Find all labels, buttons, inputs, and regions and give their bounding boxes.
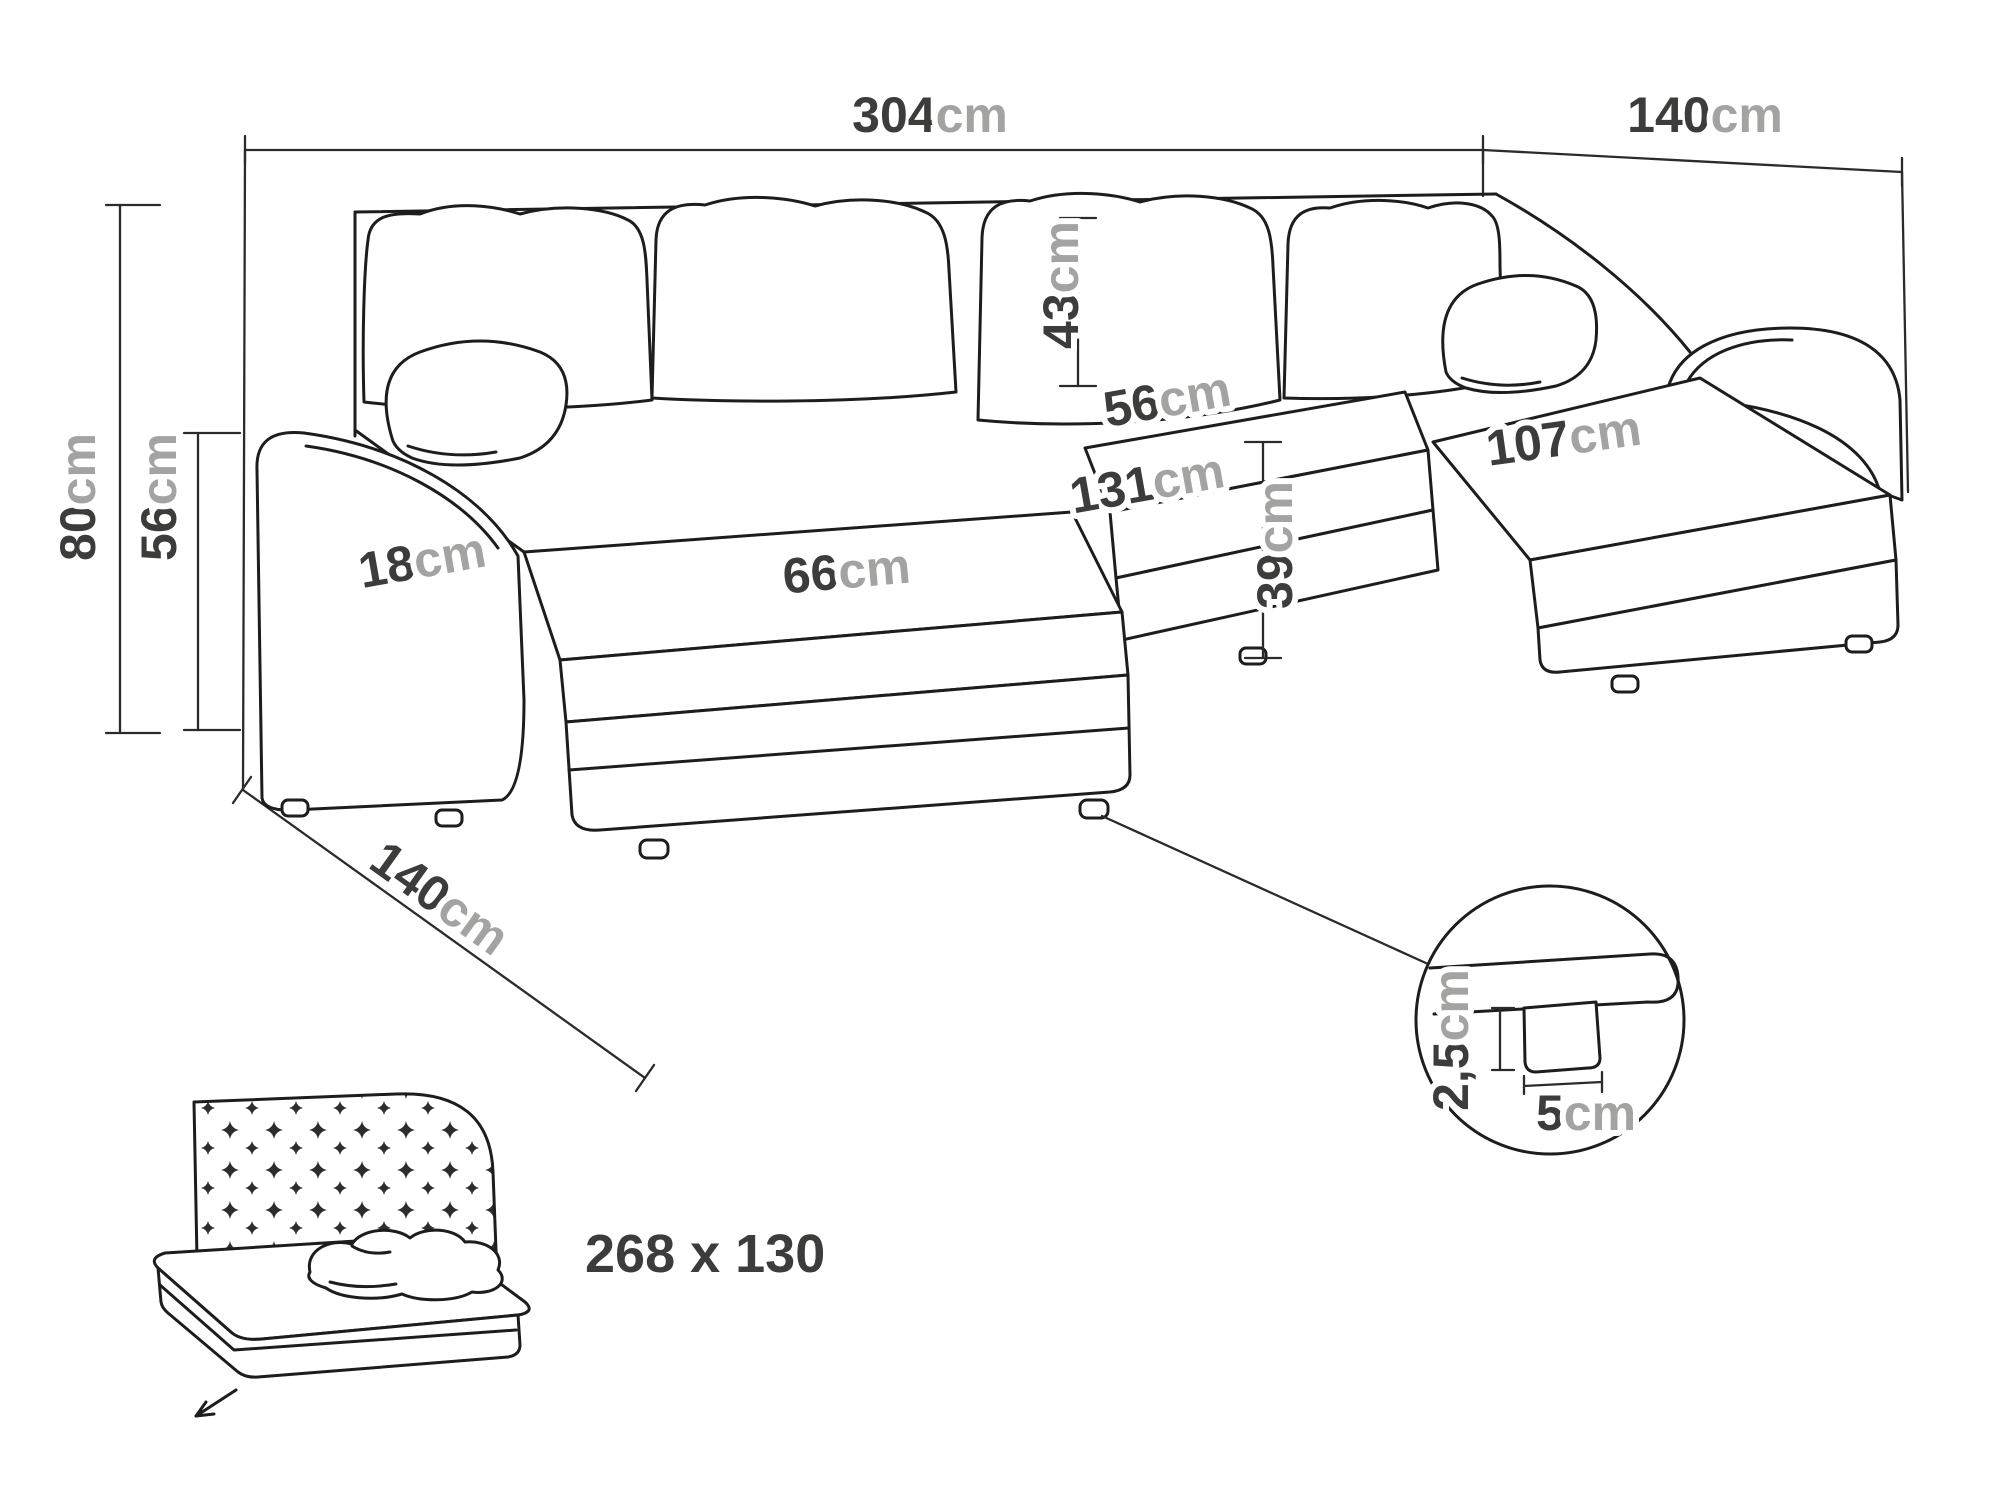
label-overall-height: 80cm: [50, 433, 106, 561]
label-leg-height: 2,5cm: [1423, 969, 1479, 1111]
leg-height-ticks: [1490, 1006, 1516, 1072]
left-edge-line: [241, 148, 247, 792]
sofa-bed-icon: [152, 1092, 531, 1418]
pull-out-arrow-icon: [194, 1388, 238, 1418]
label-back-cushion-height: 43cm: [1033, 221, 1089, 349]
back-cushion-height-line: [1058, 216, 1098, 388]
right-armrest-roll-line: [1682, 338, 1794, 390]
leg-detail-zoom: [1100, 814, 1686, 1156]
foot: [434, 808, 464, 828]
label-left-seat-width: 66cm: [780, 538, 912, 605]
base-slab-edge: [1428, 952, 1680, 1016]
leg-width-ticks: [1522, 1070, 1604, 1096]
left-pillow-crease: [406, 444, 498, 457]
left-throw-pillow: [384, 339, 569, 467]
right-pillow-crease: [1460, 376, 1542, 387]
right-edge-line: [1900, 170, 1910, 494]
label-top-width: 304cm: [852, 87, 1008, 143]
left-base-front: [564, 673, 1132, 832]
label-seat-front-height: 39cm: [1247, 481, 1303, 609]
back-cushion-2: [650, 195, 958, 403]
dimension-frame: [231, 134, 1910, 1093]
label-leg-width: 5cm: [1536, 1085, 1636, 1141]
label-right-depth: 140cm: [1627, 87, 1783, 143]
foot: [638, 838, 670, 860]
zoom-leader-line: [1100, 814, 1430, 966]
foot: [280, 798, 310, 818]
seat-front-height-line: [1243, 440, 1283, 660]
foot: [1078, 798, 1110, 820]
sofa-leg: [1522, 1000, 1602, 1074]
right-throw-pillow: [1441, 273, 1599, 394]
left-depth-ticks: [231, 775, 656, 1093]
sofa-feet: [280, 634, 1874, 860]
height-dimension-lines: [104, 203, 242, 735]
overall-height-ticks: [104, 203, 162, 735]
left-base-seam: [567, 726, 1131, 772]
foot: [1610, 674, 1640, 694]
backrest-right-edge: [1494, 192, 1692, 354]
left-depth-line: [241, 788, 647, 1080]
label-armrest-width: 18cm: [354, 522, 490, 599]
right-base-front: [1536, 558, 1900, 674]
top-right-depth-line: [1481, 148, 1904, 174]
foot: [1844, 634, 1874, 654]
label-left-depth: 140cm: [360, 830, 519, 966]
label-sleeping-area: 268 x 130: [585, 1224, 825, 1284]
sofa-drawing: [255, 191, 1904, 860]
foot: [1238, 646, 1268, 666]
right-armrest: [1664, 326, 1904, 502]
left-armrest-roll-line: [304, 444, 500, 550]
seat-height-ticks: [182, 431, 242, 732]
back-cushion-3: [976, 191, 1282, 426]
blanket-creases: [328, 1244, 398, 1289]
left-armrest: [255, 430, 526, 812]
label-seat-height: 56cm: [131, 433, 187, 561]
mattress-layer-line: [158, 1283, 518, 1352]
